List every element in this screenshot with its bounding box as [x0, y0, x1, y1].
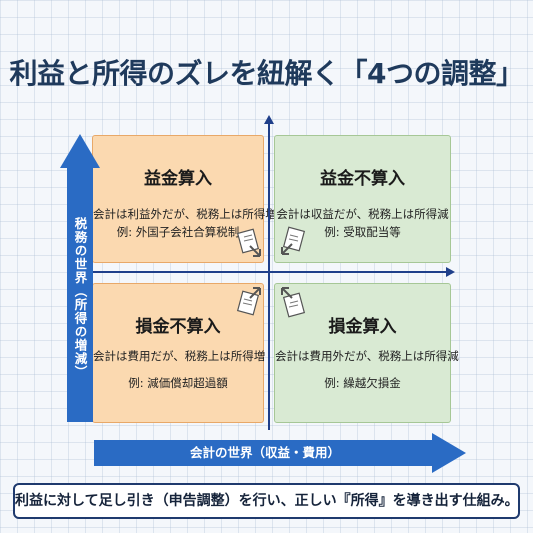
- quadrant-description: 会計は利益外だが、税務上は所得増: [93, 207, 277, 221]
- quadrant-description: 会計は費用外だが、税務上は所得減: [275, 349, 459, 363]
- quadrant-title: 損金不算入: [135, 317, 221, 337]
- quadrant-description: 会計は収益だが、税務上は所得減: [276, 207, 449, 221]
- quadrant-example: 例: 減価償却超過額: [128, 376, 228, 390]
- quadrant-example: 例: 繰越欠損金: [324, 376, 401, 390]
- page-title: 利益と所得のズレを紐解く「4つの調整」: [9, 57, 525, 90]
- horizontal-axis-line: [84, 271, 448, 273]
- vertical-axis-arrowhead: [264, 115, 274, 124]
- summary-footer: 利益に対して足し引き（申告調整）を行い、正しい『所得』を導き出す仕組み。: [13, 483, 520, 519]
- y-axis-arrowhead: [60, 134, 100, 168]
- document-arrow-icon: [236, 287, 261, 316]
- document-arrow-icon: [281, 287, 306, 318]
- quadrant-example: 例: 受取配当等: [324, 225, 401, 239]
- document-arrow-icon: [281, 226, 306, 255]
- vertical-axis-line: [268, 124, 270, 430]
- y-axis-label: 税務の世界（所得の増減）: [72, 217, 88, 379]
- x-axis-label: 会計の世界（収益・費用）: [189, 445, 340, 460]
- quadrant-expense-inclusion: 損金算入 会計は費用外だが、税務上は所得減 例: 繰越欠損金: [274, 283, 459, 423]
- quadrant-title: 益金不算入: [320, 169, 405, 189]
- document-arrow-icon: [236, 228, 261, 257]
- quadrant-title: 損金算入: [328, 317, 397, 337]
- quadrant-description: 会計は費用だが、税務上は所得増: [93, 349, 266, 363]
- quadrant-income-inclusion: 益金算入 会計は利益外だが、税務上は所得増 例: 外国子会社合算税制: [92, 135, 277, 263]
- quadrant-title: 益金算入: [144, 169, 212, 189]
- horizontal-axis-arrowhead: [446, 267, 455, 277]
- quadrant-example: 例: 外国子会社合算税制: [116, 225, 240, 239]
- quadrant-income-exclusion: 益金不算入 会計は収益だが、税務上は所得減 例: 受取配当等: [274, 135, 451, 263]
- x-axis-arrowhead: [432, 433, 466, 473]
- y-axis-arrow: [67, 166, 93, 422]
- x-axis-arrow: [94, 440, 434, 466]
